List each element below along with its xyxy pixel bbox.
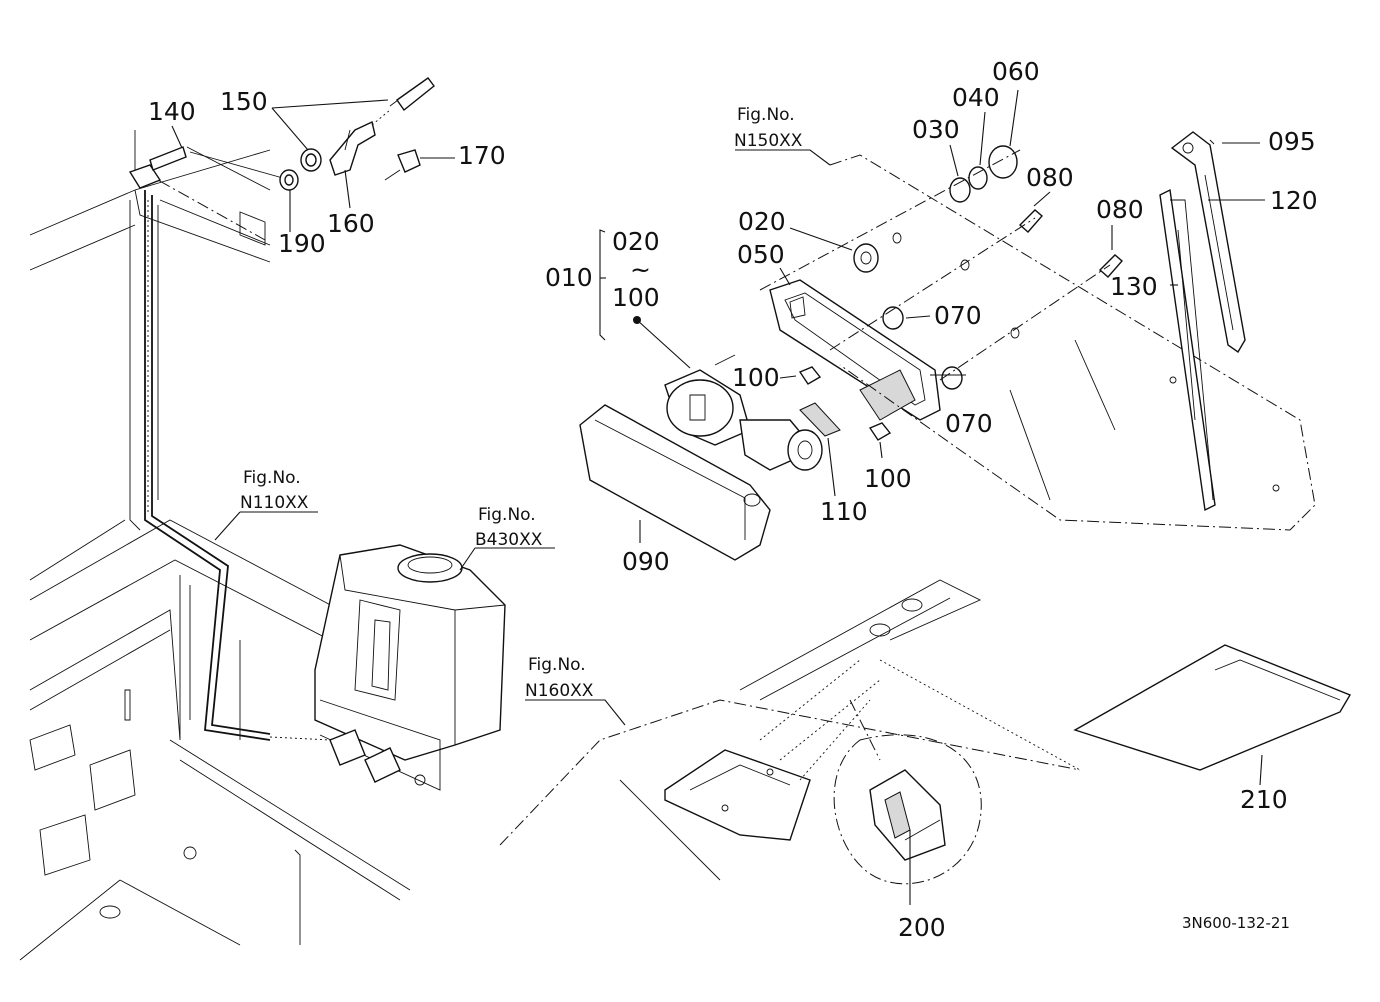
cab-frame [19,149,411,961]
figref-n160-label: Fig.No. [528,655,586,675]
figref-b430-label: Fig.No. [478,505,536,525]
callout-range-end: 100 [612,283,660,312]
wiper-arm-blade [1159,131,1246,512]
callout-160: 160 [327,209,375,238]
callout-110: 110 [820,497,868,526]
callout-030: 030 [912,115,960,144]
callout-020: 020 [738,207,786,236]
callout-190: 190 [278,229,326,258]
callout-080-b: 080 [1096,195,1144,224]
callout-090: 090 [622,547,670,576]
switch-balloon [833,734,982,885]
callout-040: 040 [952,83,1000,112]
callout-140: 140 [148,97,196,126]
callout-070-a: 070 [934,301,982,330]
document-id: 3N600-132-21 [1182,914,1290,932]
callout-060: 060 [992,57,1040,86]
callout-200: 200 [898,913,946,942]
instruction-sheet [1073,644,1352,771]
callout-120: 120 [1270,186,1318,215]
callout-labels: 140 150 160 170 190 010 020 ~ 100 020 05… [148,57,1318,942]
callout-130: 130 [1110,272,1158,301]
wiper-motor-assembly [579,145,1123,561]
callout-range-tilde: ~ [630,255,651,284]
figref-n160-code: N160XX [525,681,594,701]
callout-210: 210 [1240,785,1288,814]
nozzle-assembly [128,77,435,191]
floor-panel [499,579,1081,881]
callout-150: 150 [220,87,268,116]
washer-hose [144,190,331,741]
figref-n150-label: Fig.No. [737,105,795,125]
callout-095: 095 [1268,127,1316,156]
figref-n110-code: N110XX [240,493,309,513]
figref-n150-code: N150XX [734,131,803,151]
callout-100-a: 100 [732,363,780,392]
rear-window [829,154,1316,531]
figref-b430-code: B430XX [475,530,543,550]
leader-lines [171,89,1265,905]
washer-tank [314,544,506,791]
figure-references: Fig.No. N150XX Fig.No. N110XX Fig.No. B4… [240,105,803,701]
callout-170: 170 [458,141,506,170]
callout-010: 010 [545,263,593,292]
callout-080-a: 080 [1026,163,1074,192]
figref-n110-label: Fig.No. [243,468,301,488]
callout-050: 050 [737,240,785,269]
callout-070-b: 070 [945,409,993,438]
callout-range-start: 020 [612,227,660,256]
callout-100-b: 100 [864,464,912,493]
